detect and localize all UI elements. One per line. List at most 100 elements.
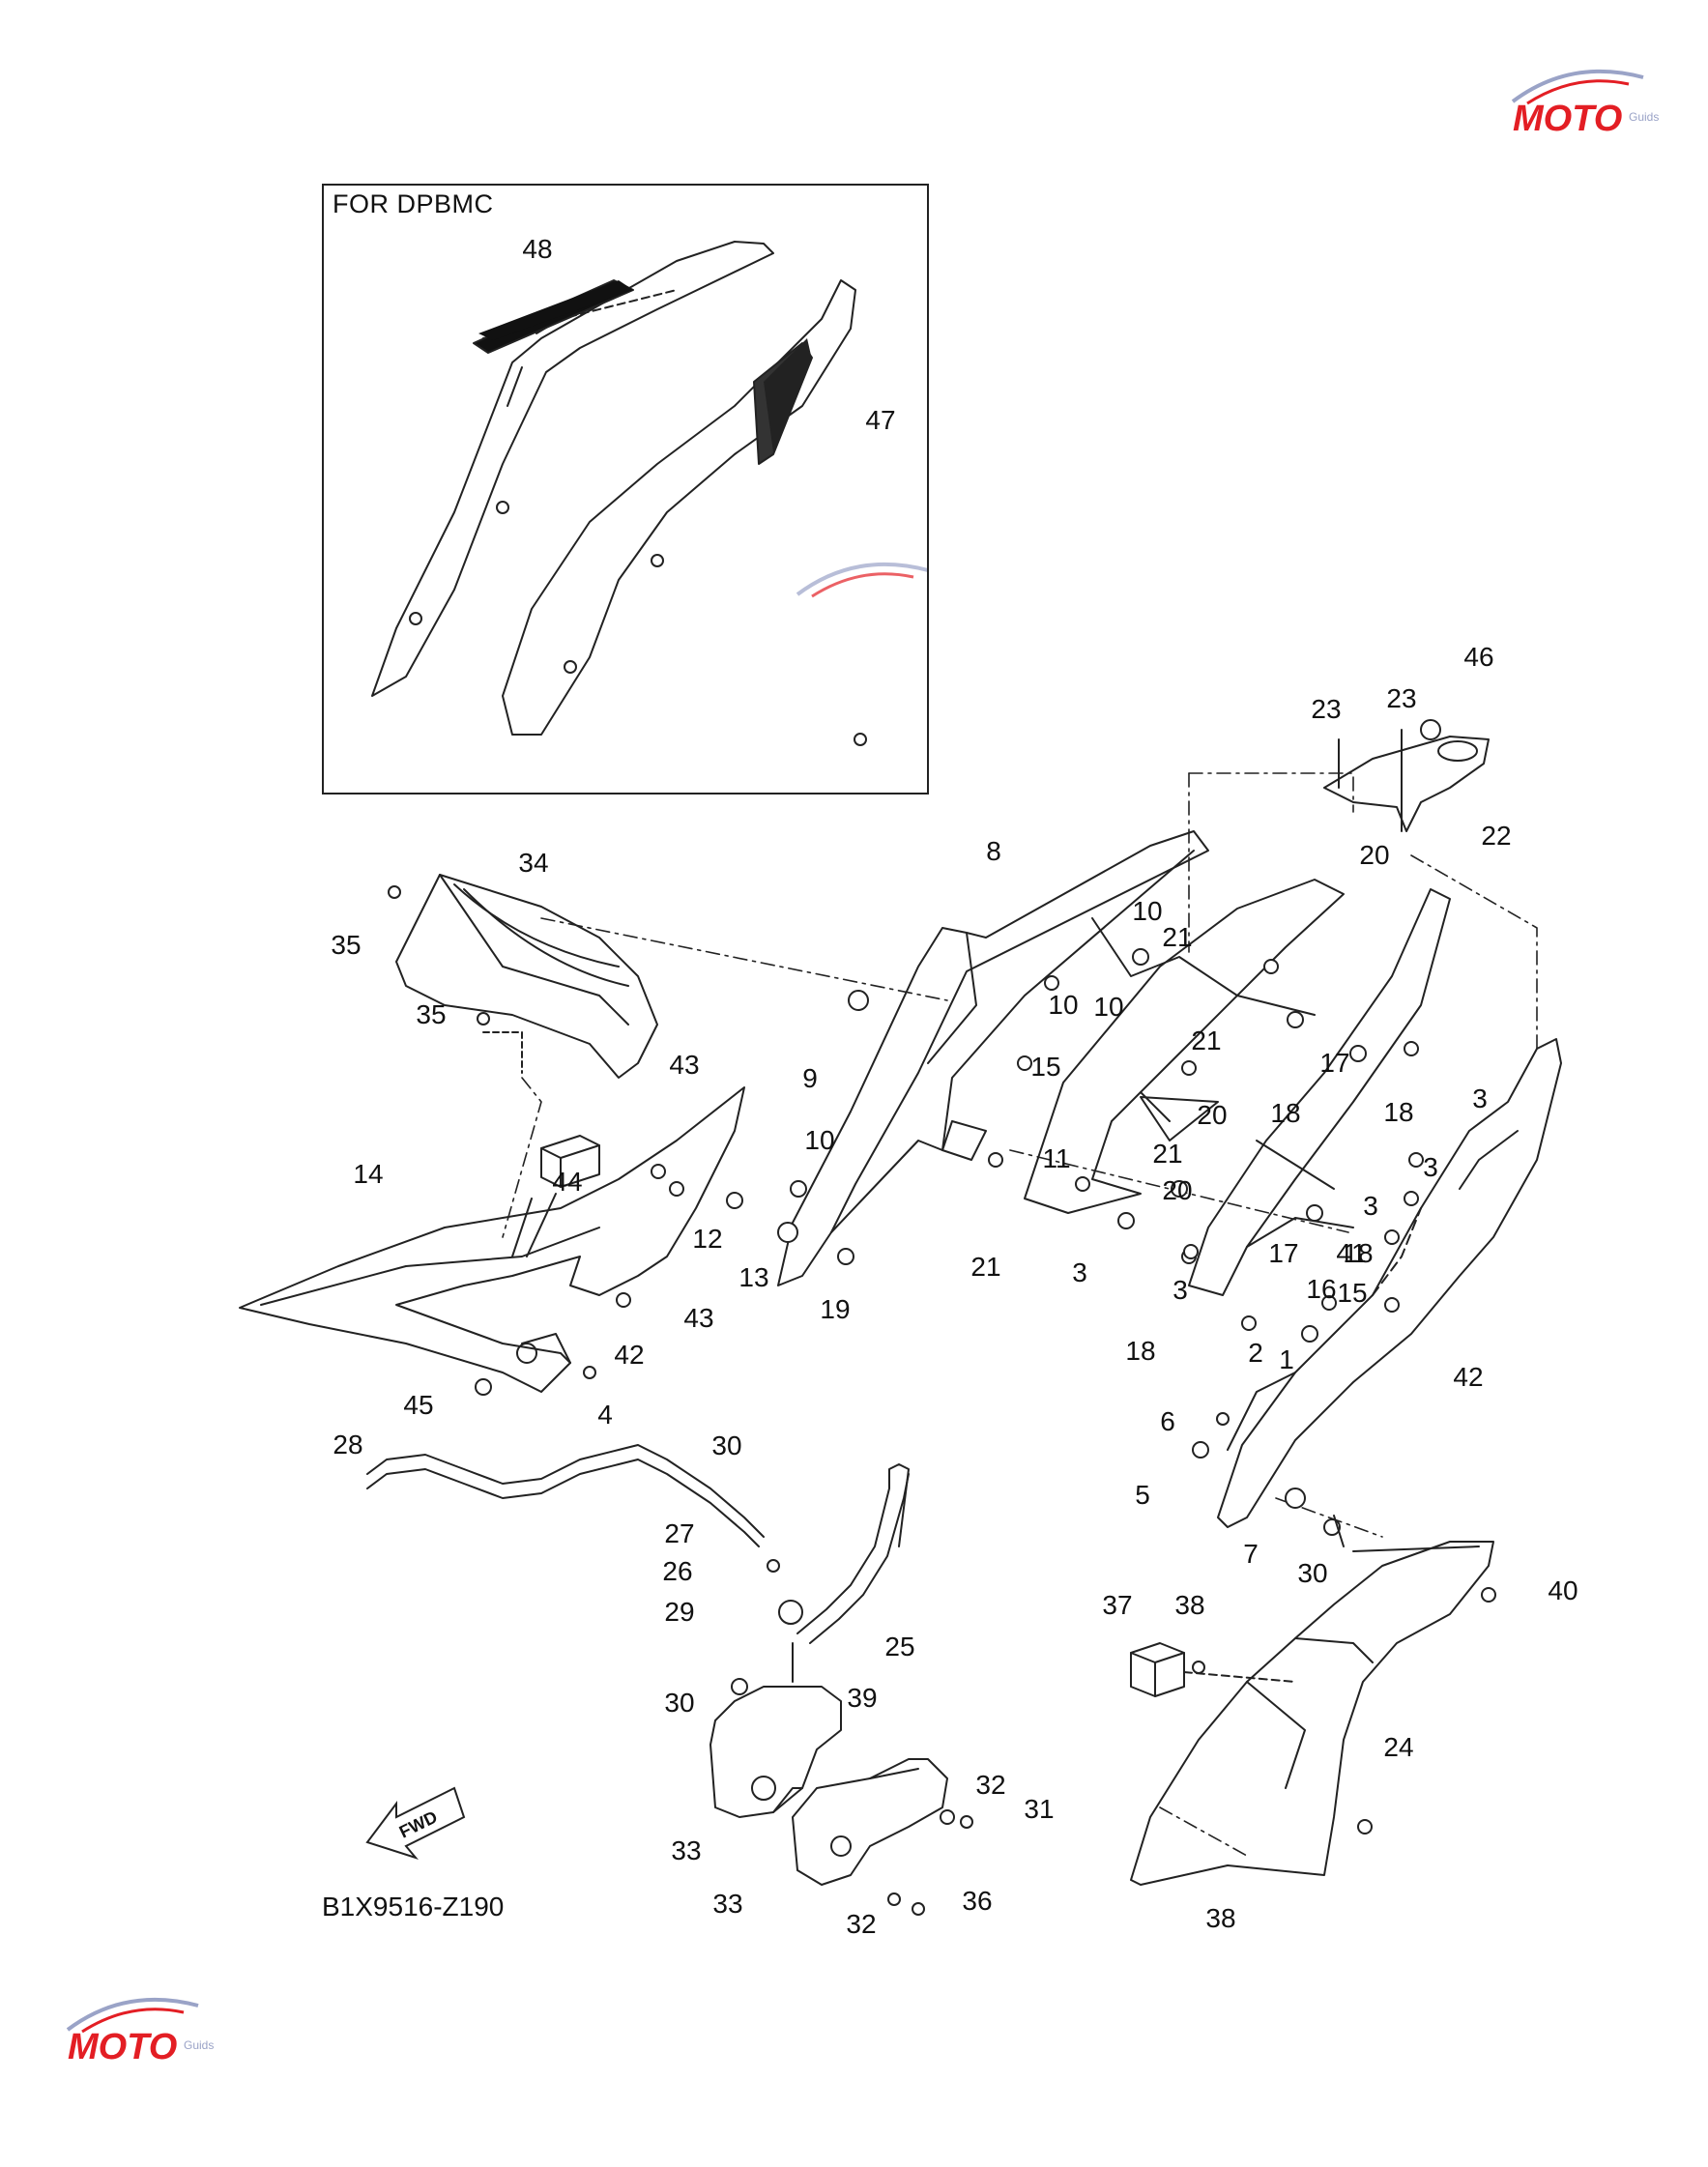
callout-number: 28 [333,1430,363,1459]
callout-number: 33 [712,1889,743,1919]
moto-guids-logo-top: MOTO Guids [1511,69,1659,139]
callout-number: 43 [683,1303,714,1333]
callout-number: 18 [1383,1097,1414,1127]
callout-number: 24 [1383,1732,1414,1762]
callout-number: 18 [1270,1098,1301,1128]
callout-number: 11 [1042,1143,1071,1173]
callout-number: 30 [1297,1558,1328,1588]
callout-number: 20 [1359,840,1390,870]
callout-number: 30 [711,1430,742,1460]
callout-number: 32 [975,1770,1006,1800]
callout-number: 17 [1319,1048,1350,1078]
callout-number: 42 [614,1340,645,1370]
decal-47 [764,338,812,452]
watermark-subtext: Guids [1629,110,1659,124]
watermark-text: MOTO [1513,99,1622,139]
callout-number: 20 [1197,1100,1228,1130]
callout-number: 36 [962,1886,993,1916]
callout-number: 33 [671,1835,702,1865]
callout-number: 21 [1191,1026,1222,1055]
fwd-arrow-icon: FWD [365,1786,466,1860]
decal-48 [478,280,633,340]
part-28-hose [366,1444,765,1547]
callout-number: 21 [1152,1139,1183,1169]
callout-number: 42 [1453,1362,1484,1392]
moto-guids-logo-center [796,562,929,598]
callout-number: 7 [1243,1539,1259,1569]
part-22-bracket [1323,729,1490,832]
part-36-cover [1130,1541,1494,1886]
dpbmc-inset-frame [322,184,929,795]
callout-number: 3 [1072,1257,1087,1287]
watermark-subtext: Guids [184,2038,214,2052]
callout-number: 10 [1132,896,1163,926]
callout-number: 3 [1363,1191,1378,1221]
callout-number: 17 [1268,1238,1299,1268]
callout-number: 43 [669,1050,700,1080]
callout-number: 25 [884,1632,915,1661]
part-24-tank [709,1642,842,1818]
inset-side-cover [371,241,856,736]
callout-number: 21 [970,1252,1001,1282]
watermark-text: MOTO [68,2027,177,2067]
callout-number: 38 [1205,1903,1236,1933]
callout-number: 44 [552,1167,583,1197]
callout-number: 39 [847,1683,878,1713]
part-16-bracket [1188,888,1451,1296]
part-44-box [511,1135,600,1257]
callout-number: 10 [1048,990,1079,1020]
part-41-cover [239,1086,745,1393]
part-29-hose [796,1463,910,1644]
part-19-bracket [1024,879,1345,1214]
callout-number: 23 [1311,694,1342,724]
callout-number: 47 [865,405,896,435]
callout-number: 26 [662,1556,693,1586]
callout-number: 18 [1343,1238,1374,1268]
callout-number: 8 [986,836,1001,866]
callout-number: 13 [738,1262,769,1292]
callout-number: 19 [820,1294,851,1324]
part-8-frame [777,830,1209,1286]
callout-number: 21 [1162,922,1193,952]
inset-title: FOR DPBMC [333,189,494,218]
callout-number: 40 [1548,1575,1578,1605]
callout-number: 15 [1030,1052,1061,1082]
part-31-tank [792,1758,948,1886]
part-1-side-cover [1217,1038,1562,1528]
callout-number: 35 [331,930,362,960]
callout-number: 6 [1160,1406,1175,1436]
callout-number: 10 [1093,992,1124,1022]
callout-number: 12 [692,1224,723,1254]
drawing-code: B1X9516-Z190 [322,1892,505,1921]
callout-number: 35 [416,999,447,1029]
callout-number: 4 [597,1400,613,1430]
callout-number: 46 [1463,642,1494,672]
moto-guids-logo-bottom: MOTO Guids [66,1997,214,2067]
callout-number: 22 [1481,821,1512,851]
callout-number: 5 [1135,1480,1150,1510]
callout-number: 2 [1248,1338,1263,1368]
callout-number: 14 [353,1159,384,1189]
callout-number: 16 [1306,1274,1337,1304]
callout-number: 9 [802,1063,818,1093]
callout-number: 3 [1172,1275,1188,1305]
part-34-cover [388,874,658,1079]
callout-number: 18 [1125,1336,1156,1366]
callout-number: 27 [664,1518,695,1548]
callout-number: 48 [522,234,553,264]
callout-number: 37 [1102,1590,1133,1620]
callout-number: 38 [1174,1590,1205,1620]
callout-number: 23 [1386,683,1417,713]
callout-number: 15 [1337,1278,1368,1308]
callout-number: 41 [1336,1238,1367,1268]
callout-number: 29 [664,1597,695,1627]
callout-number: 10 [804,1125,835,1155]
callout-number: 30 [664,1688,695,1718]
callout-number: 34 [518,848,549,878]
callout-number: 3 [1423,1152,1438,1182]
callout-number: 32 [846,1909,877,1939]
callout-number: 31 [1024,1794,1055,1824]
callout-number: 20 [1162,1175,1193,1205]
